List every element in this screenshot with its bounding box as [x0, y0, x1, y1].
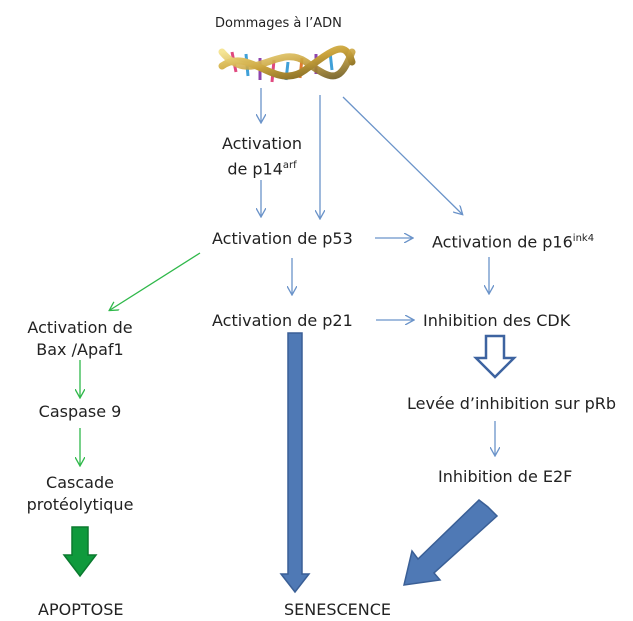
- node-bax-line2: Bax /Apaf1: [36, 340, 124, 359]
- outcome-senescence: SENESCENCE: [284, 600, 392, 619]
- node-bax: Activation de Bax /Apaf1: [5, 317, 155, 361]
- node-bax-line1: Activation de: [27, 318, 133, 337]
- node-p14-sup: arf: [282, 160, 297, 171]
- arrow-p53-to-bax: [110, 252, 201, 310]
- arrow-dna-to-p16: [342, 96, 462, 214]
- node-p14: Activation de p14arf: [212, 133, 312, 180]
- node-cascade-line1: Cascade: [46, 473, 114, 492]
- diagram-title: Dommages à l’ADN: [215, 16, 342, 31]
- node-p21: Activation de p21: [212, 311, 353, 330]
- big-arrow-e2f-to-senescence: [403, 499, 499, 586]
- node-cdk: Inhibition des CDK: [423, 311, 571, 330]
- node-p53: Activation de p53: [212, 229, 353, 248]
- node-caspase: Caspase 9: [38, 402, 122, 421]
- big-arrow-cascade-to-apoptose: [62, 526, 98, 578]
- node-p16: Activation de p16ink4: [432, 228, 594, 253]
- node-p16-text: Activation de p16: [432, 232, 573, 252]
- node-e2f: Inhibition de E2F: [438, 467, 573, 486]
- hollow-arrow-cdk-to-prb: [472, 334, 518, 379]
- node-cascade-line2: protéolytique: [26, 495, 134, 514]
- node-p14-line1: Activation: [221, 134, 303, 153]
- node-cascade: Cascade protéolytique: [5, 472, 155, 516]
- outcome-apoptose: APOPTOSE: [38, 600, 124, 619]
- node-p16-sup: ink4: [572, 233, 595, 244]
- node-p14-line2: de p14arf: [212, 155, 312, 180]
- node-p14-text: de p14: [227, 159, 283, 179]
- big-arrow-p21-to-senescence: [279, 332, 311, 594]
- node-prb: Levée d’inhibition sur pRb: [407, 394, 617, 413]
